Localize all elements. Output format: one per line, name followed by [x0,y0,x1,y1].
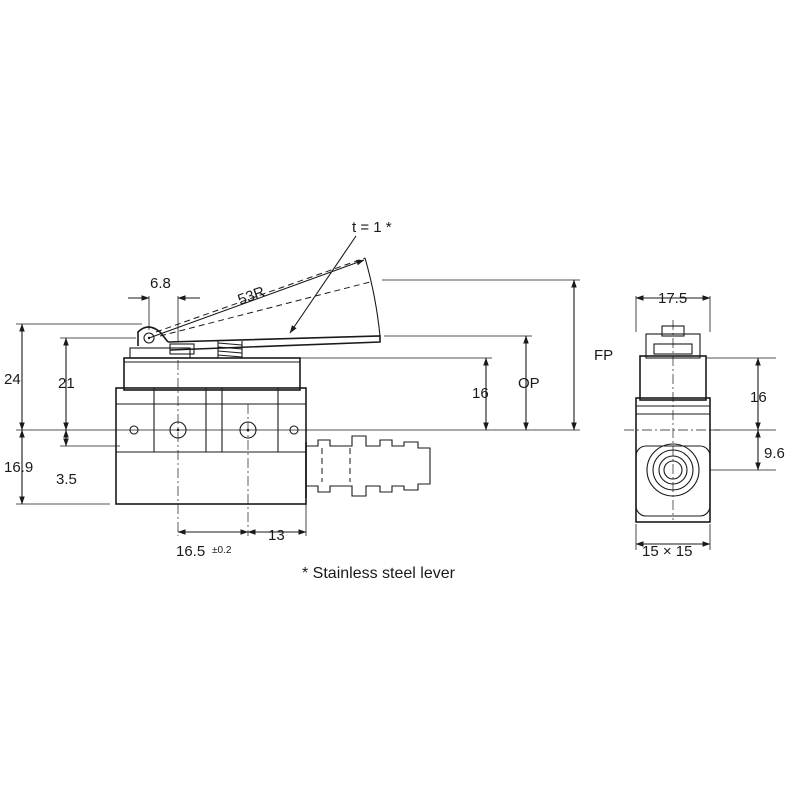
conduit-size-label: 15 × 15 [642,543,692,560]
side-dimensions [16,235,580,536]
conduit-gland [305,435,431,498]
switch-housing [115,387,307,505]
op-value-label: 16 [472,385,489,402]
front-height-lower-label: 9.6 [764,445,785,462]
depth-below-label: 16.9 [4,459,33,476]
footnote: * Stainless steel lever [302,565,456,582]
front-view: 17.5 16 9.6 15 × 15 [624,290,785,560]
switch-head [123,347,301,391]
op-label: OP [518,375,540,392]
hole-pitch-label: 16.5 [176,543,205,560]
actuator-lever [137,257,381,355]
lever-radius-label: 53R [236,283,268,308]
hole-pitch-tolerance: ±0.2 [212,545,232,556]
front-width-label: 17.5 [658,290,687,307]
hole-offset-label: 3.5 [56,471,77,488]
fp-label: FP [594,347,613,364]
front-dimensions [624,295,776,550]
height-lever-label: 21 [58,375,75,392]
height-total-label: 24 [4,371,21,388]
side-view: t = 1 * 53R 6.8 24 21 16.9 3.5 16 OP FP … [4,219,613,560]
roller-offset-label: 6.8 [150,275,171,292]
hole-to-conduit-label: 13 [268,527,285,544]
lever-thickness-label: t = 1 * [352,219,392,236]
front-height-upper-label: 16 [750,389,767,406]
plunger-spring [217,341,243,358]
